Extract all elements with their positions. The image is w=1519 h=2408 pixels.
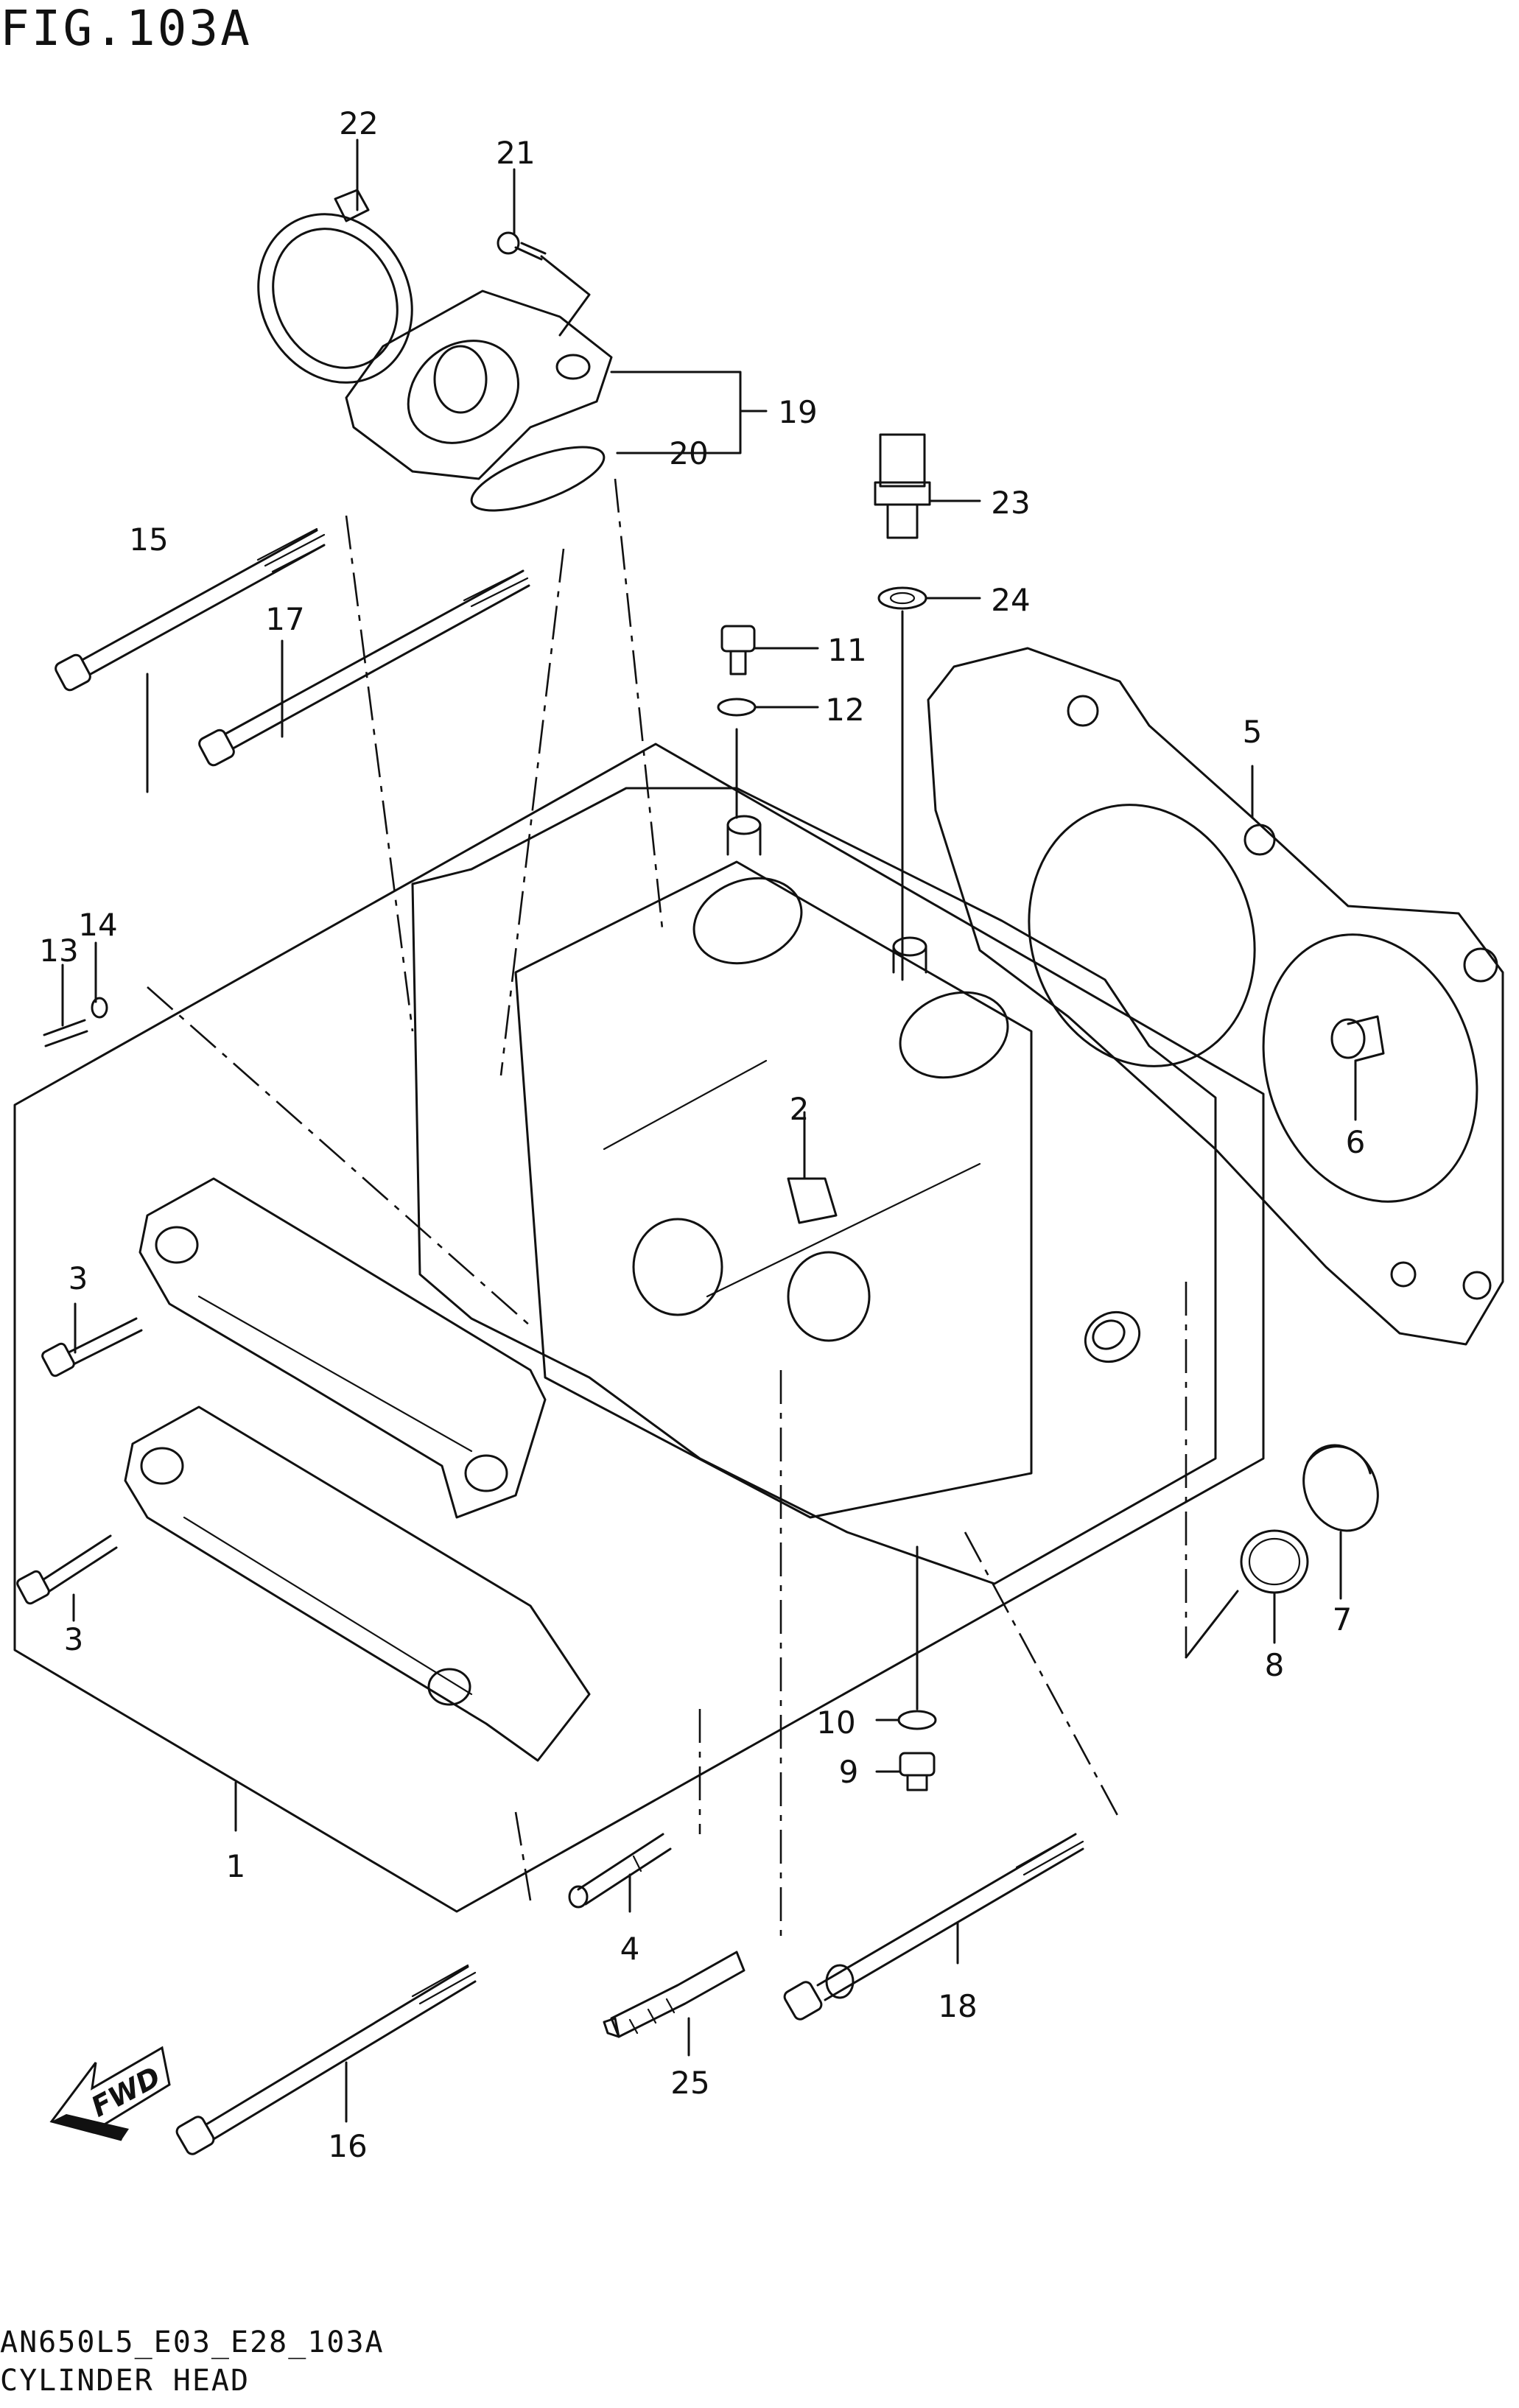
leader-lines xyxy=(61,138,1357,2123)
thermostat-cover-part xyxy=(257,189,613,512)
callout-11: 11 xyxy=(827,632,866,668)
camshaft-cap-lower xyxy=(124,1405,591,1762)
callout-12: 12 xyxy=(825,692,864,728)
bolt-9-part xyxy=(897,1545,937,1791)
filler-cap-part xyxy=(1240,1444,1379,1594)
callout-24: 24 xyxy=(991,582,1030,618)
callout-3b: 3 xyxy=(64,1621,84,1657)
callout-1: 1 xyxy=(226,1848,246,1884)
stud-13-part xyxy=(43,997,108,1047)
callout-16: 16 xyxy=(328,2128,367,2164)
cylinder-head-part xyxy=(13,743,1265,1913)
callout-23: 23 xyxy=(991,485,1030,521)
callout-2: 2 xyxy=(790,1091,810,1127)
callout-19: 19 xyxy=(778,394,817,430)
callout-5: 5 xyxy=(1243,714,1263,750)
callout-8: 8 xyxy=(1265,1647,1285,1683)
bolt-15-part xyxy=(55,527,326,692)
bolt-3a-part xyxy=(41,1317,143,1377)
bolt-17-part xyxy=(198,569,530,767)
bolt-16-part xyxy=(175,1964,477,2155)
callout-10: 10 xyxy=(816,1705,855,1741)
fwd-arrow-icon xyxy=(49,2046,171,2141)
dowel-pin-part xyxy=(568,1833,672,1909)
callout-4: 4 xyxy=(620,1931,640,1967)
callout-14: 14 xyxy=(78,907,117,943)
bracket-19-20 xyxy=(610,371,742,454)
figure-code: AN650L5_E03_E28_103A xyxy=(0,2325,385,2359)
camshaft-cap-upper xyxy=(138,1177,547,1519)
bolt-18-part xyxy=(783,1833,1084,2021)
spark-plug-part xyxy=(603,1951,746,2038)
head-gasket-part xyxy=(927,647,1504,1346)
callout-21: 21 xyxy=(496,135,535,171)
callout-25: 25 xyxy=(670,2065,709,2101)
callout-22: 22 xyxy=(339,105,378,141)
callout-6: 6 xyxy=(1346,1124,1366,1160)
callout-13: 13 xyxy=(39,933,78,969)
figure-title: FIG.103A xyxy=(0,0,252,57)
bolt-3b-part xyxy=(16,1534,118,1605)
screw-21-part xyxy=(497,231,591,337)
callout-3a: 3 xyxy=(69,1260,88,1296)
callout-7: 7 xyxy=(1333,1601,1353,1637)
callout-15: 15 xyxy=(129,522,168,558)
callout-17: 17 xyxy=(265,601,304,637)
callout-20: 20 xyxy=(669,435,708,471)
callout-9: 9 xyxy=(839,1754,859,1790)
alignment-lines xyxy=(147,478,1188,1937)
figure-name: CYLINDER HEAD xyxy=(0,2364,250,2398)
callout-18: 18 xyxy=(938,1988,977,2024)
